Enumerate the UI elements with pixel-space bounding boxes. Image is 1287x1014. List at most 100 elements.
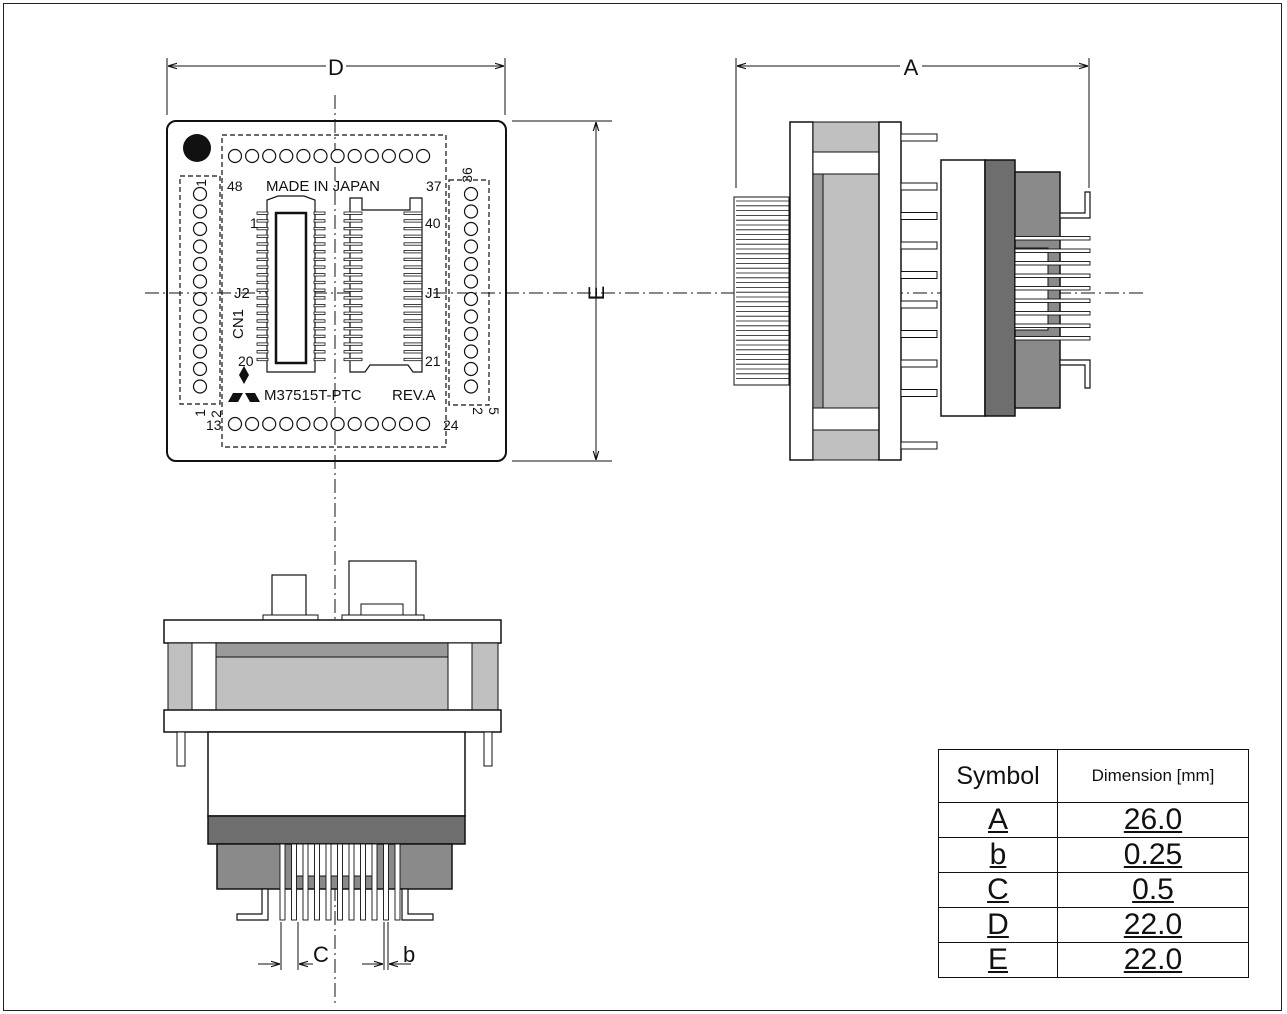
connector-lead: [256, 334, 269, 339]
connector-lead: [256, 257, 269, 262]
side-pin-comb: [733, 196, 790, 386]
pad: [381, 148, 396, 164]
front-lead: [302, 843, 309, 921]
label-j2: J2: [234, 285, 250, 302]
connector-lead: [403, 327, 423, 331]
connector-lead: [343, 226, 363, 231]
front-pin: [483, 731, 493, 767]
pad: [463, 186, 479, 202]
connector-lead: [256, 265, 269, 269]
connector-lead: [256, 350, 269, 354]
connector-lead: [403, 311, 423, 315]
front-lead: [371, 843, 378, 921]
pad: [330, 148, 345, 164]
marking-made-in-japan: MADE IN JAPAN: [266, 178, 380, 195]
connector-lead: [403, 319, 423, 323]
connector-lead: [256, 280, 269, 285]
symbol-cell: b: [989, 838, 1007, 871]
front-lead: [360, 843, 366, 921]
connector-lead: [313, 303, 326, 308]
connector-lead: [256, 242, 269, 246]
connector-lead: [256, 288, 269, 292]
connector-lead: [313, 357, 326, 362]
front-lead: [291, 843, 297, 921]
pad: [463, 344, 479, 359]
pin-label-13: 13: [206, 417, 222, 433]
pad: [192, 361, 208, 377]
pad: [227, 416, 243, 432]
pad: [192, 239, 208, 254]
connector-lead: [343, 342, 363, 346]
connector-lead: [343, 257, 363, 262]
connector-lead: [343, 273, 363, 277]
connector-lead: [313, 234, 326, 238]
side-lead: [1014, 286, 1091, 291]
connector-lead: [403, 303, 423, 308]
connector-lead: [313, 296, 326, 300]
side-lead: [1014, 236, 1091, 241]
pin-label-40: 40: [425, 215, 441, 231]
symbol-cell: D: [987, 908, 1009, 941]
pad: [192, 379, 208, 394]
left-pad-column: [192, 186, 208, 394]
connector-lead: [343, 234, 363, 238]
table-row: D 22.0: [938, 907, 1249, 943]
front-dark-body: [207, 815, 466, 845]
pad: [347, 416, 362, 432]
side-pin: [900, 271, 938, 279]
pad: [313, 148, 328, 164]
connector-j1: [343, 197, 423, 373]
connector-lead: [403, 357, 423, 362]
side-pin: [900, 389, 938, 397]
pin-label-21: 21: [425, 353, 441, 369]
pad: [245, 416, 260, 432]
connector-lead: [343, 296, 363, 300]
side-pin: [900, 359, 938, 368]
connector-lead: [343, 242, 363, 246]
pin-label-24: 24: [443, 417, 459, 433]
side-dark-body: [984, 159, 1016, 417]
pad: [192, 204, 208, 219]
connector-lead: [256, 303, 269, 308]
pad: [192, 274, 208, 289]
side-lead: [1014, 311, 1091, 316]
value-cell: 0.5: [1132, 873, 1174, 906]
mitsubishi-logo: [228, 366, 260, 402]
connector-lead: [403, 342, 423, 346]
connector-lead: [313, 226, 326, 231]
connector-lead: [403, 288, 423, 292]
dimension-c-label: C: [313, 942, 329, 967]
top-view: D E: [145, 54, 1143, 1005]
connector-lead: [313, 257, 326, 262]
pad: [227, 148, 243, 164]
connector-lead: [313, 319, 326, 323]
dimension-d-label: D: [328, 55, 344, 80]
pad: [296, 148, 311, 164]
connector-lead: [343, 334, 363, 339]
table-header-symbol: Symbol: [938, 749, 1058, 803]
label-j1: J1: [425, 285, 441, 302]
connector-lead: [343, 219, 363, 223]
side-pin: [900, 300, 938, 309]
connector-lead: [313, 327, 326, 331]
pad: [262, 416, 277, 432]
side-pin: [900, 212, 938, 220]
connector-lead: [313, 288, 326, 292]
connector-lead: [343, 250, 363, 254]
connector-lead: [256, 319, 269, 323]
connector-lead: [343, 327, 363, 331]
pin-label-20: 20: [238, 353, 254, 369]
front-lead: [394, 843, 401, 921]
pin-label-37: 37: [426, 178, 442, 194]
pad: [463, 379, 479, 394]
pin-label-2-left: 2: [208, 410, 224, 418]
top-pad-row: [227, 148, 431, 164]
pin-label-1-j2: 1: [250, 215, 258, 231]
connector-lead: [256, 327, 269, 331]
pad: [364, 148, 379, 164]
connector-lead: [256, 250, 269, 254]
connector-lead: [403, 211, 423, 215]
side-lead: [1014, 273, 1091, 278]
connector-lead: [313, 342, 326, 346]
connector-lead: [256, 342, 269, 346]
